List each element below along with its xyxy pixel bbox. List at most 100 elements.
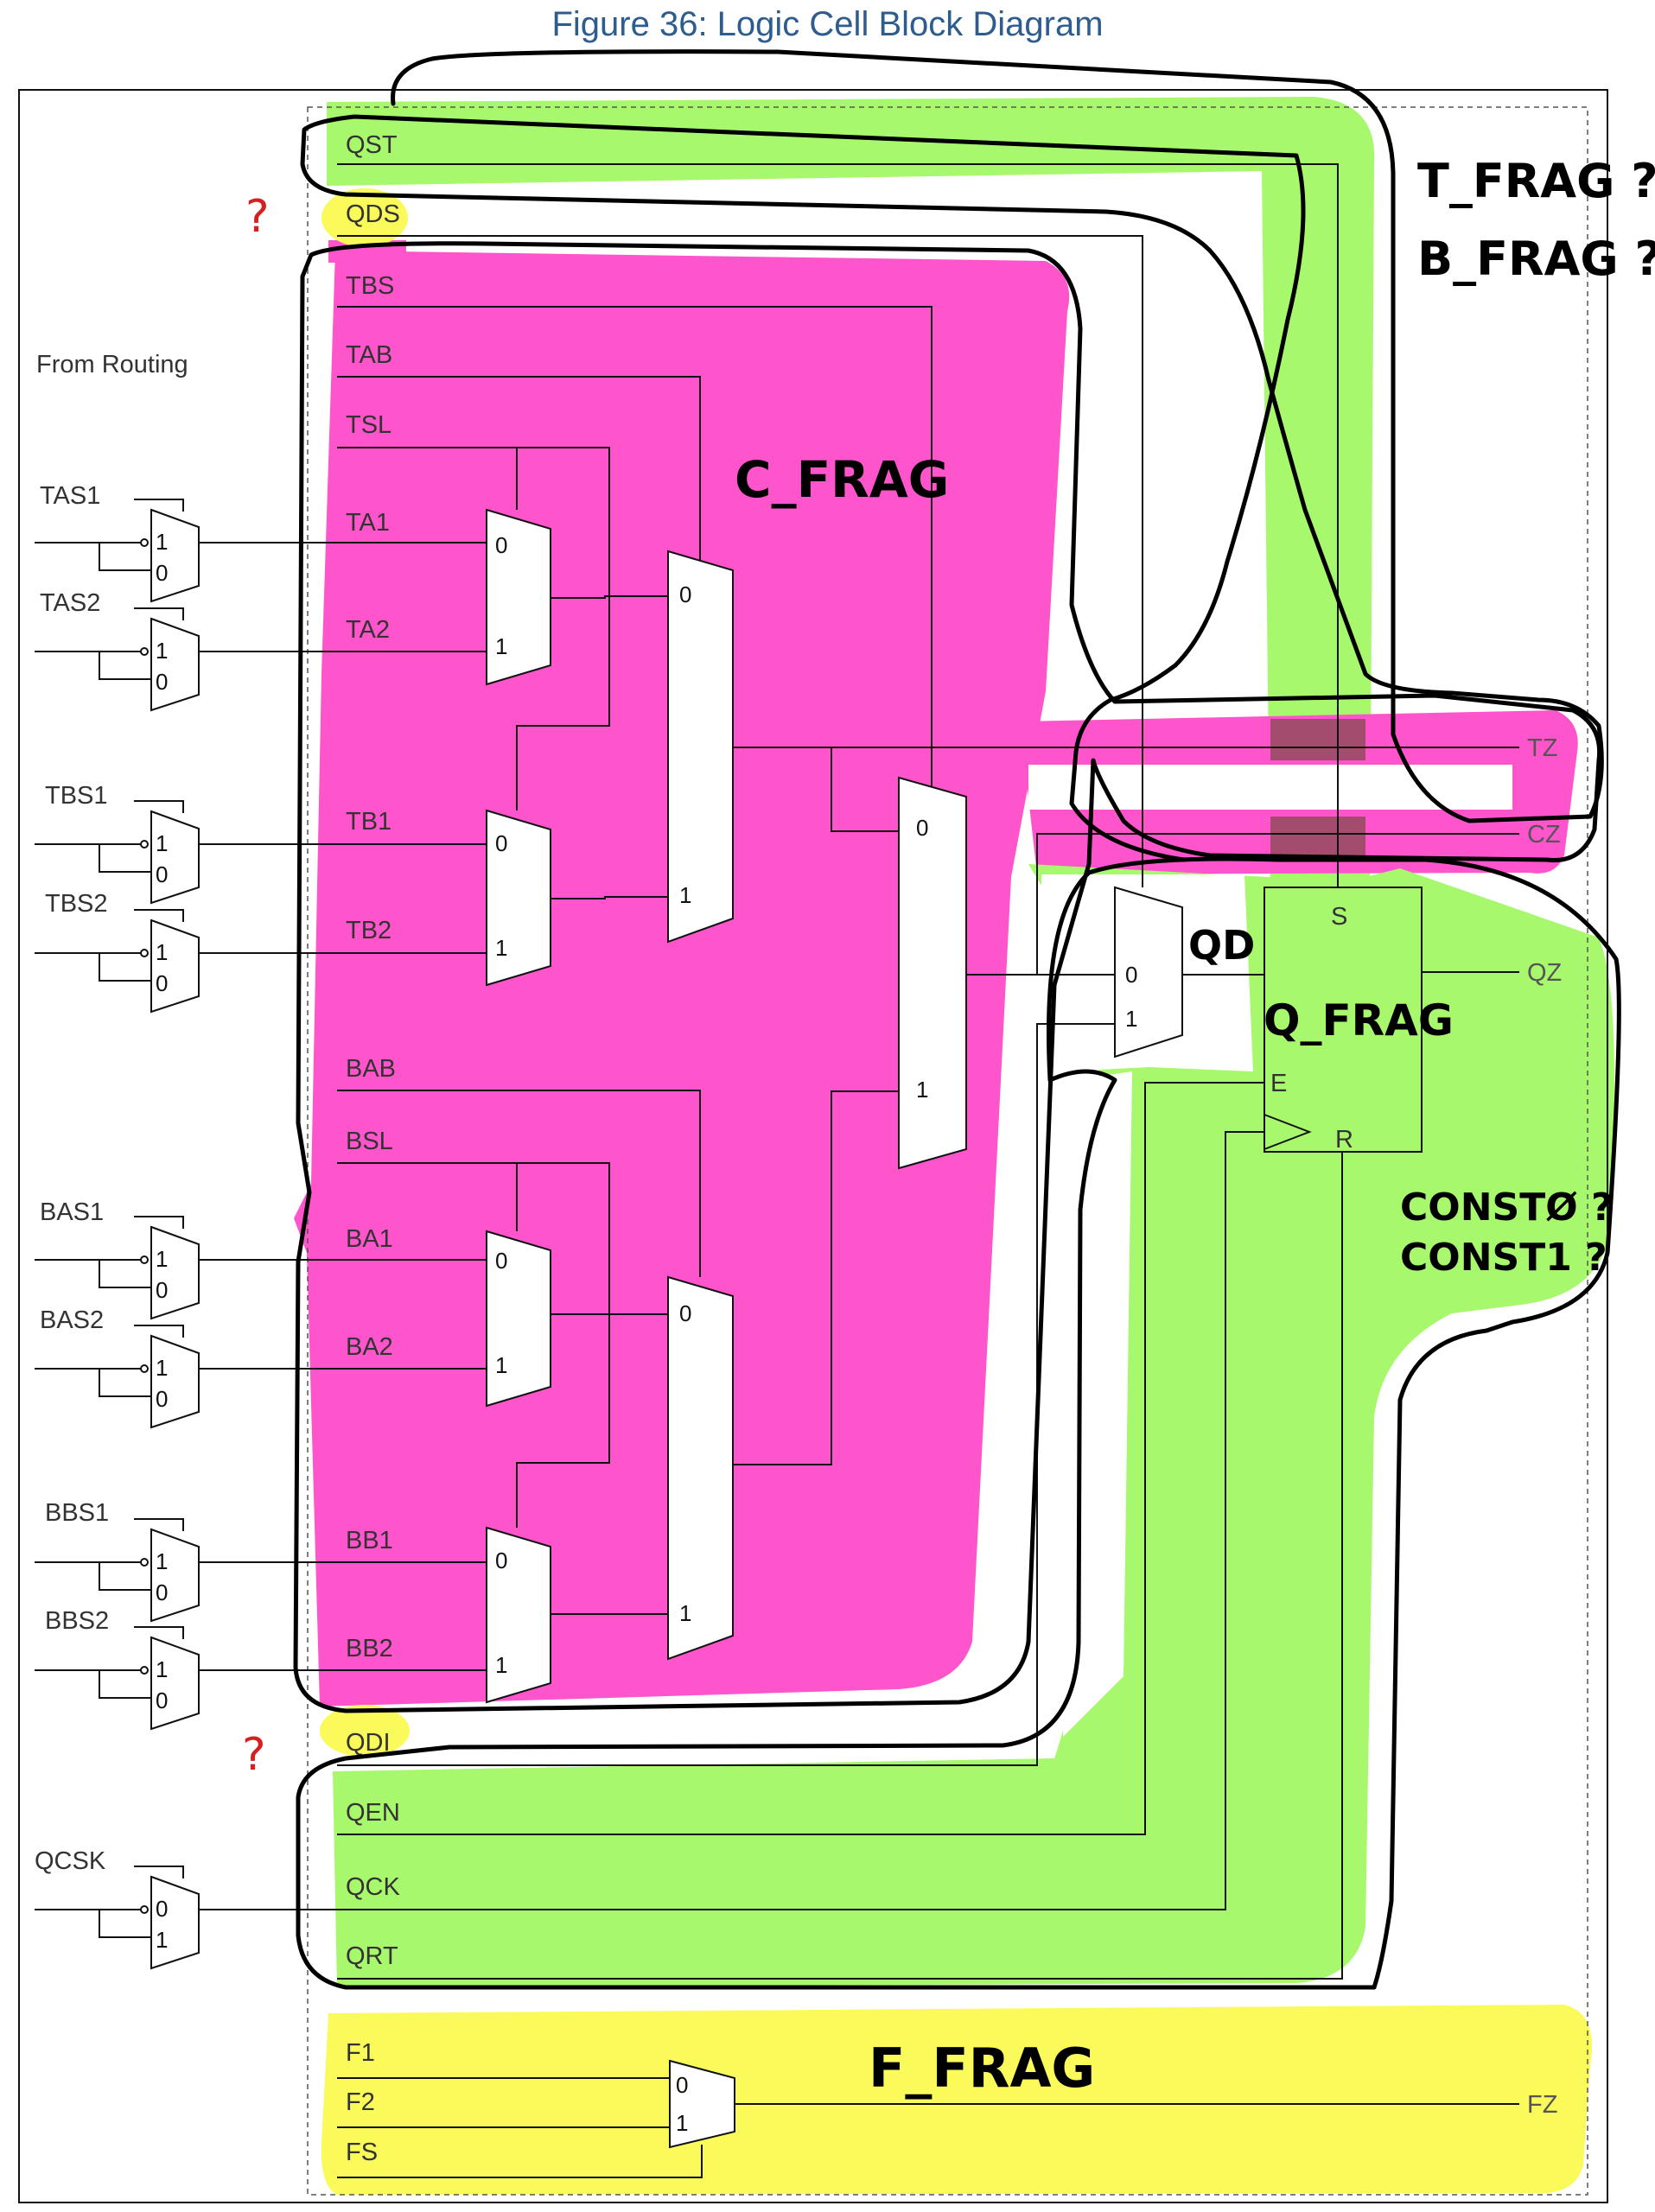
svg-text:1: 1 [156,939,168,965]
label-tbs: TBS [346,272,394,300]
q-frag-cutout-bottom [1063,1071,1132,1737]
mux-f: 01 [669,2059,735,2149]
handwritten-notes: T_FRAG ? B_FRAG ? C_FRAG QD Q_FRAG CONST… [242,154,1655,2100]
note-f-frag: F_FRAG [869,2037,1095,2100]
routing-mux-bas2: 10 [99,1325,200,1429]
label-ba1: BA1 [346,1225,393,1253]
note-t-frag: T_FRAG ? [1417,154,1655,208]
svg-text:1: 1 [156,1656,168,1682]
svg-text:1: 1 [156,830,168,856]
svg-text:1: 1 [495,1652,507,1678]
svg-text:1: 1 [156,1355,168,1381]
note-const0: CONSTØ ? [1400,1185,1613,1230]
note-c-frag: C_FRAG [735,450,949,509]
mux-ba: 01 [486,1230,551,1408]
routing-mux-qcsk: 01 [99,1866,200,1970]
label-bsl: BSL [346,1128,393,1155]
q-frag-highlight [333,864,1614,1987]
svg-text:1: 1 [1125,1006,1137,1032]
svg-text:0: 0 [156,1386,168,1412]
flip-flop: S E R [1264,887,1423,1154]
t-frag-outline [300,49,1604,862]
label-bab: BAB [346,1055,396,1083]
routing-mux-tas2: 10 [99,607,200,712]
label-ta2: TA2 [346,616,390,644]
label-bb2: BB2 [346,1635,393,1662]
note-const1: CONST1 ? [1400,1236,1607,1280]
svg-text:0: 0 [1125,962,1137,988]
svg-text:0: 0 [916,815,928,841]
ff-r-label: R [1335,1126,1353,1154]
ff-s-label: S [1331,903,1347,931]
svg-text:1: 1 [916,1077,928,1103]
label-tab: TAB [346,341,392,369]
note-b-frag: B_FRAG ? [1417,232,1655,286]
svg-text:0: 0 [156,1580,168,1605]
svg-text:0: 0 [679,582,691,607]
svg-text:0: 0 [156,560,168,586]
label-qen: QEN [346,1799,400,1827]
label-qck: QCK [346,1873,401,1901]
label-ba2: BA2 [346,1333,393,1361]
routing-mux-group: 10 10 10 10 [99,499,200,1970]
label-qds: QDS [346,200,400,228]
svg-text:0: 0 [495,532,507,558]
label-qz: QZ [1527,959,1562,987]
routing-mux-bbs1: 10 [99,1518,200,1623]
svg-text:1: 1 [676,2110,688,2136]
label-ta1: TA1 [346,509,390,537]
label-cz: CZ [1527,821,1561,849]
svg-text:0: 0 [156,970,168,996]
routing-mux-bbs2: 10 [99,1626,200,1731]
svg-text:1: 1 [156,1246,168,1272]
label-fz: FZ [1527,2091,1557,2119]
mux-b: 01 [667,1275,734,1661]
mux-ta: 01 [486,508,551,686]
label-qdi: QDI [346,1729,391,1757]
mux-qd: 01 [1114,886,1183,1058]
label-bbs2: BBS2 [45,1607,109,1635]
label-qcsk: QCSK [35,1847,106,1875]
svg-text:1: 1 [495,1352,507,1378]
q-frag-outline [1046,856,1621,1990]
outer-frame [18,89,1608,2203]
figure-title: Figure 36: Logic Cell Block Diagram [551,5,1104,43]
question-mark-qdi: ? [242,1729,266,1781]
routing-mux-tbs2: 10 [99,909,200,1014]
clock-triangle [1264,1114,1312,1150]
svg-text:0: 0 [495,1548,507,1573]
svg-text:0: 0 [679,1300,691,1326]
note-q-frag: Q_FRAG [1264,995,1454,1046]
logic-cell-boundary [307,106,1588,2196]
routing-mux-tbs1: 10 [99,800,200,905]
label-tas2: TAS2 [40,589,100,617]
svg-text:1: 1 [156,1927,168,1953]
svg-text:0: 0 [156,1688,168,1713]
label-qrt: QRT [346,1942,398,1970]
mux-tb: 01 [486,809,551,987]
c-frag-outline [293,241,1602,1713]
svg-text:0: 0 [676,2072,688,2098]
ff-e-label: E [1270,1070,1287,1097]
label-tsl: TSL [346,411,391,439]
overlap-cz [1270,817,1365,860]
routing-mux-bas1: 10 [99,1216,200,1320]
label-qst: QST [346,131,398,159]
svg-text:1: 1 [679,1600,691,1626]
f-frag-highlight [321,2005,1593,2195]
label-bas1: BAS1 [40,1198,104,1226]
svg-text:0: 0 [156,669,168,695]
flip-flop-box [1264,887,1423,1153]
label-f1: F1 [346,2039,375,2067]
svg-text:0: 0 [156,1277,168,1303]
qdi-highlight [320,1705,410,1757]
label-tz: TZ [1527,734,1557,762]
svg-text:1: 1 [495,633,507,659]
from-routing-label: From Routing [36,351,188,378]
question-mark-qds: ? [245,191,270,243]
label-tbs1: TBS1 [45,782,108,810]
q-frag-outline-inner [296,1069,1377,1990]
svg-text:1: 1 [495,935,507,961]
svg-text:0: 0 [495,830,507,856]
